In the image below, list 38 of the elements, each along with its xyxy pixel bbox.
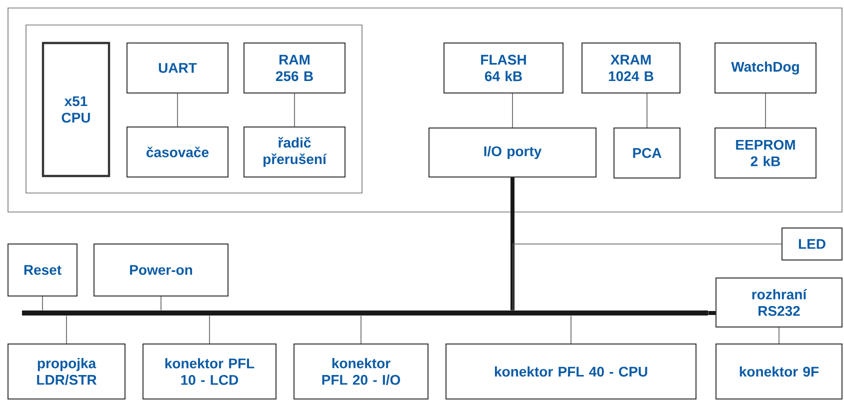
- block-box: x51 CPU: [42, 42, 110, 178]
- block-box: UART: [126, 42, 228, 94]
- connector-line: [177, 93, 178, 127]
- connector-line: [646, 93, 648, 128]
- block-box: Power-on: [94, 244, 228, 296]
- block-box: I/O porty: [428, 128, 596, 178]
- block-box: konektor PFL 10 - LCD: [142, 344, 276, 400]
- connector-line: [42, 296, 43, 311]
- block-box: řadič přerušení: [244, 126, 346, 178]
- connector-line: [66, 315, 67, 344]
- block-box: propojka LDR/STR: [8, 344, 126, 400]
- block-box: LED: [782, 228, 842, 260]
- connector-line: [778, 327, 780, 344]
- block-box: RAM 256 B: [244, 42, 346, 94]
- connector-line: [160, 296, 162, 311]
- block-box: FLASH 64 kB: [444, 42, 564, 94]
- connector-line: [512, 244, 782, 311]
- board-outline: [8, 8, 842, 212]
- connector-line: [765, 93, 766, 128]
- block-box: rozhraní RS232: [716, 278, 842, 328]
- block-box: časovače: [126, 126, 228, 178]
- block-box: EEPROM 2 kB: [714, 128, 816, 178]
- block-box: konektor PFL 20 - I/O: [294, 344, 428, 400]
- connector-line: [360, 315, 362, 344]
- block-box: konektor PFL 40 - CPU: [446, 344, 696, 400]
- block-box: Reset: [8, 244, 78, 296]
- connector-line: [510, 178, 514, 310]
- block-box: konektor 9F: [716, 344, 842, 400]
- connector-line: [209, 315, 210, 344]
- connector-line: [294, 93, 295, 127]
- connector-line: [512, 93, 513, 128]
- block-box: XRAM 1024 B: [582, 42, 680, 94]
- block-box: PCA: [614, 128, 680, 178]
- chip-outline: [26, 24, 362, 194]
- block-box: WatchDog: [714, 42, 816, 94]
- connector-line: [570, 315, 572, 344]
- connector-line: [708, 311, 716, 315]
- bus-bar: [22, 310, 708, 316]
